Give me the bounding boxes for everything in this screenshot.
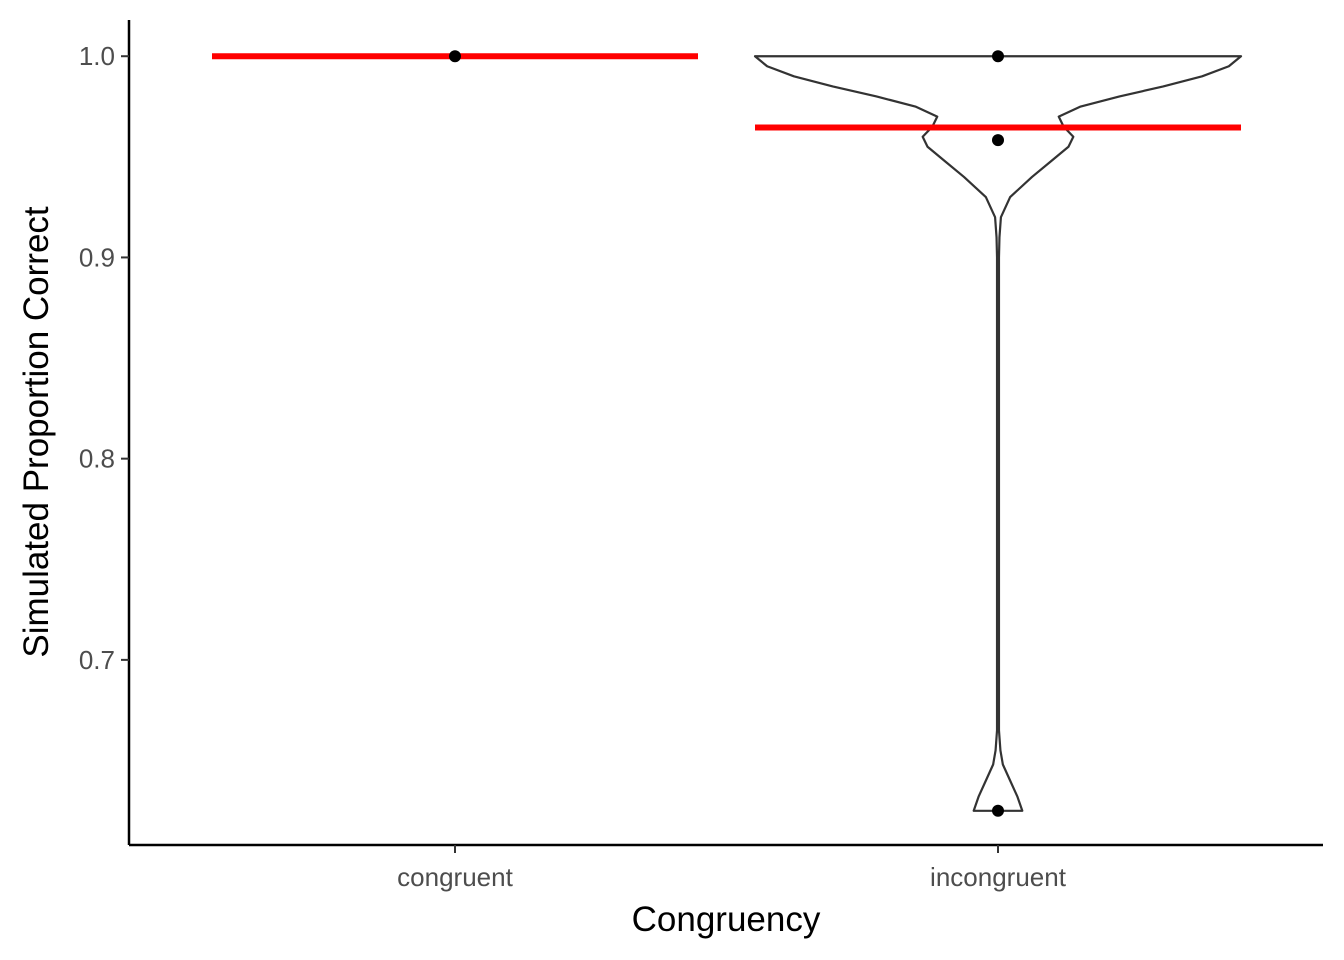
x-ticks: congruent incongruent bbox=[397, 845, 1067, 892]
data-point-incongruent-2 bbox=[992, 134, 1004, 147]
data-point-incongruent-3 bbox=[992, 804, 1004, 817]
x-tick-label-incongruent: incongruent bbox=[930, 862, 1067, 892]
data-point-congruent-0 bbox=[449, 50, 461, 63]
y-tick-label: 0.7 bbox=[79, 645, 115, 675]
y-tick-label: 1.0 bbox=[79, 41, 115, 71]
y-ticks: 0.7 0.8 0.9 1.0 bbox=[79, 41, 129, 675]
x-axis-title: Congruency bbox=[632, 900, 821, 939]
x-tick-label-congruent: congruent bbox=[397, 862, 513, 892]
y-tick-label: 0.8 bbox=[79, 444, 115, 474]
axes: 0.7 0.8 0.9 1.0 congruent incongruent bbox=[79, 20, 1323, 892]
y-axis-title: Simulated Proportion Correct bbox=[17, 206, 56, 658]
data-point-incongruent-1 bbox=[992, 50, 1004, 63]
plot-marks bbox=[212, 50, 1243, 817]
y-tick-label: 0.9 bbox=[79, 242, 115, 272]
violin-incongruent bbox=[753, 55, 1243, 812]
